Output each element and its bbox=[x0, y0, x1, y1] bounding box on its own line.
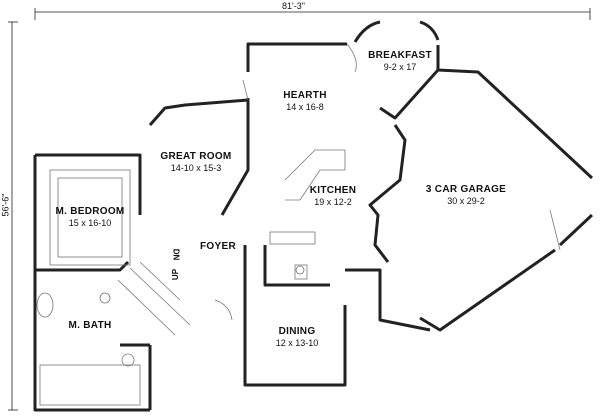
room-size: 14 x 16-8 bbox=[286, 101, 324, 112]
room-size: 14-10 x 15-3 bbox=[170, 162, 222, 173]
depth-dimension: 56'-6" bbox=[0, 193, 11, 217]
room-dining: DINING 12 x 13-10 bbox=[276, 326, 319, 348]
room-size: 19 x 12-2 bbox=[314, 196, 352, 207]
room-name: 3 CAR GARAGE bbox=[425, 184, 507, 195]
room-name: M. BEDROOM bbox=[55, 206, 125, 217]
room-name: BREAKFAST bbox=[368, 50, 432, 61]
walls bbox=[33, 20, 594, 412]
room-name: HEARTH bbox=[283, 90, 327, 101]
room-great-room: GREAT ROOM 14-10 x 15-3 bbox=[160, 151, 231, 173]
stair-up-label: UP bbox=[171, 268, 181, 281]
room-name: M. BATH bbox=[68, 320, 112, 331]
dimension-lines bbox=[8, 8, 591, 411]
room-size: 9-2 x 17 bbox=[383, 61, 417, 72]
room-name: DINING bbox=[278, 326, 316, 337]
fixtures bbox=[36, 43, 561, 406]
room-size: 15 x 16-10 bbox=[68, 217, 112, 228]
room-size: 12 x 13-10 bbox=[275, 337, 319, 348]
room-master-bath: M. BATH bbox=[68, 320, 111, 332]
room-breakfast: BREAKFAST 9-2 x 17 bbox=[368, 50, 432, 72]
width-dimension: 81'-3" bbox=[282, 1, 305, 11]
room-foyer: FOYER bbox=[200, 241, 236, 253]
stair-down-label: DN bbox=[171, 248, 181, 261]
room-garage: 3 CAR GARAGE 30 x 29-2 bbox=[426, 184, 506, 206]
room-name: FOYER bbox=[200, 241, 236, 252]
room-hearth: HEARTH 14 x 16-8 bbox=[283, 90, 326, 112]
room-size: 30 x 29-2 bbox=[447, 195, 485, 206]
room-master-bedroom: M. BEDROOM 15 x 16-10 bbox=[55, 206, 124, 228]
room-kitchen: KITCHEN 19 x 12-2 bbox=[310, 185, 357, 207]
room-name: GREAT ROOM bbox=[160, 151, 232, 162]
room-name: KITCHEN bbox=[309, 185, 357, 196]
